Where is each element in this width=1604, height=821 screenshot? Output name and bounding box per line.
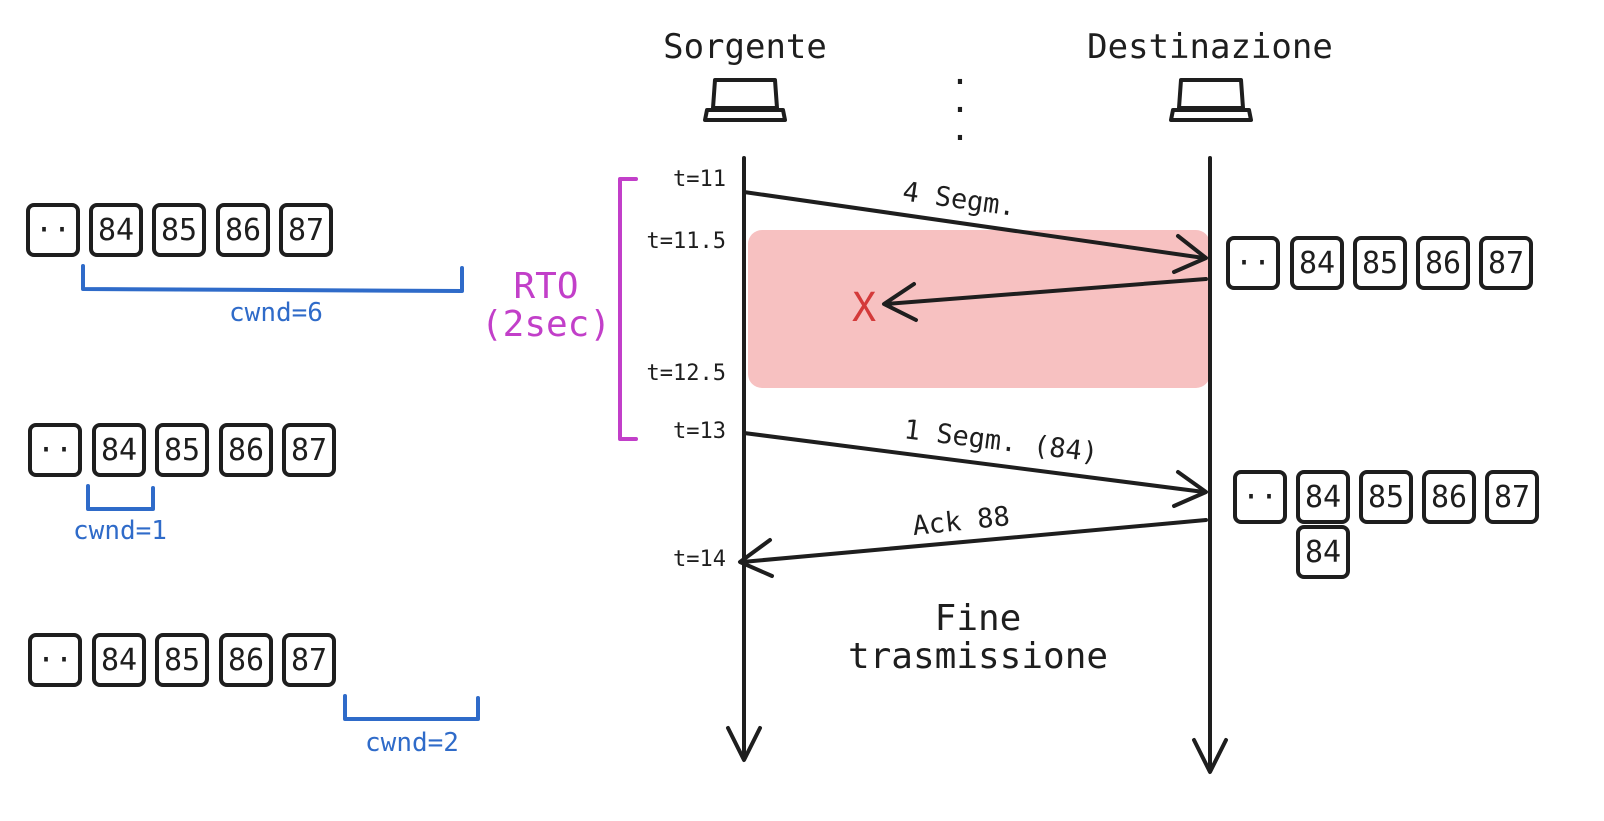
svg-text:··: ··: [1242, 480, 1278, 515]
svg-text:86: 86: [1431, 480, 1467, 515]
svg-text:··: ··: [35, 213, 71, 248]
svg-text:86: 86: [1425, 246, 1461, 281]
svg-text:84: 84: [101, 433, 137, 468]
send-4-segments-arrow: [742, 190, 1208, 274]
rto-bracket: [618, 177, 638, 441]
time-label-13: t=13: [673, 419, 726, 444]
svg-text:84: 84: [101, 643, 137, 678]
rto-label-line1: RTO: [513, 266, 578, 307]
svg-text:85: 85: [164, 433, 200, 468]
end-label-line2: trasmissione: [848, 636, 1108, 677]
sender-buffer-row-1: ·· 84 85 86 87: [26, 203, 333, 257]
time-label-11: t=11: [673, 167, 726, 192]
destination-laptop-icon: [1169, 78, 1253, 122]
time-label-12-5: t=12.5: [647, 361, 726, 386]
ack-arrow: [738, 518, 1208, 578]
svg-text:86: 86: [228, 643, 264, 678]
loss-highlight-area: [748, 230, 1210, 388]
time-label-14: t=14: [673, 547, 726, 572]
svg-text:86: 86: [228, 433, 264, 468]
sender-buffer-row-3: ·· 84 85 86 87: [28, 633, 336, 687]
rto-label-line2: (2sec): [481, 304, 611, 345]
source-host-label: Sorgente: [663, 27, 827, 67]
svg-text:84: 84: [1305, 535, 1341, 570]
destination-timeline: [1192, 156, 1228, 774]
svg-text:··: ··: [1235, 246, 1271, 281]
cwnd-label-2: cwnd=1: [73, 516, 167, 546]
svg-text:87: 87: [288, 213, 324, 248]
svg-text:87: 87: [291, 643, 327, 678]
svg-text:··: ··: [37, 643, 73, 678]
svg-text:85: 85: [1362, 246, 1398, 281]
svg-text:··: ··: [37, 433, 73, 468]
lost-ack-arrow: [882, 277, 1208, 322]
svg-text:84: 84: [1299, 246, 1335, 281]
svg-text:87: 87: [1494, 480, 1530, 515]
svg-text:87: 87: [291, 433, 327, 468]
svg-text:84: 84: [98, 213, 134, 248]
receiver-buffer-row-2: ·· 84 85 86 87 84: [1233, 470, 1539, 579]
retransmit-label: 1 Segm. (84): [902, 414, 1099, 469]
receiver-buffer-row-1: ·· 84 85 86 87: [1226, 236, 1533, 290]
cwnd-bracket-2: [86, 484, 155, 511]
svg-text:87: 87: [1488, 246, 1524, 281]
svg-text:85: 85: [1368, 480, 1404, 515]
retransmit-arrow: [742, 431, 1208, 508]
time-label-11-5: t=11.5: [647, 229, 726, 254]
sender-buffer-row-2: ·· 84 85 86 87: [28, 423, 336, 477]
cwnd-bracket-1: [81, 264, 464, 293]
svg-text:85: 85: [161, 213, 197, 248]
end-label-line1: Fine: [935, 598, 1022, 639]
destination-host-label: Destinazione: [1087, 27, 1333, 67]
cwnd-bracket-3: [343, 694, 480, 721]
ack-label: Ack 88: [911, 501, 1011, 542]
ellipsis-dot-3: .: [950, 109, 970, 149]
svg-text:85: 85: [164, 643, 200, 678]
cwnd-label-3: cwnd=2: [365, 728, 459, 758]
ellipsis-dot-1: .: [950, 53, 970, 93]
svg-text:84: 84: [1305, 480, 1341, 515]
source-laptop-icon: [703, 78, 787, 122]
ellipsis-dot-2: .: [950, 81, 970, 121]
source-timeline: [726, 156, 762, 762]
cwnd-label-1: cwnd=6: [229, 298, 323, 328]
lost-marker: X: [852, 285, 876, 331]
svg-text:86: 86: [225, 213, 261, 248]
